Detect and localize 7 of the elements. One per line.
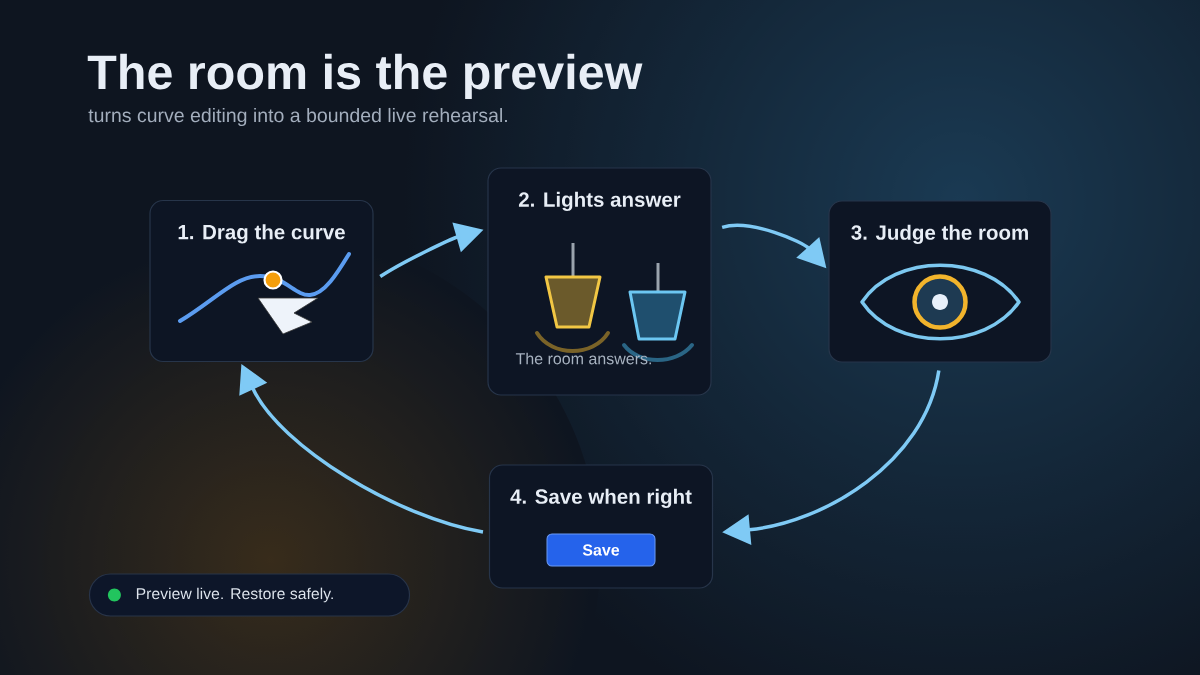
- save-button: Save: [546, 533, 656, 567]
- step-card: 3. Judge the room: [828, 200, 1052, 363]
- caption-text: The room answers.: [515, 352, 651, 365]
- step-card: 1. Drag the curve: [149, 199, 374, 363]
- subtitle: turns curve editing into a bounded live rehearsal.: [88, 107, 507, 127]
- title: The room is the preview: [87, 53, 643, 100]
- status-pill: Preview live. Restore safely.: [88, 573, 411, 617]
